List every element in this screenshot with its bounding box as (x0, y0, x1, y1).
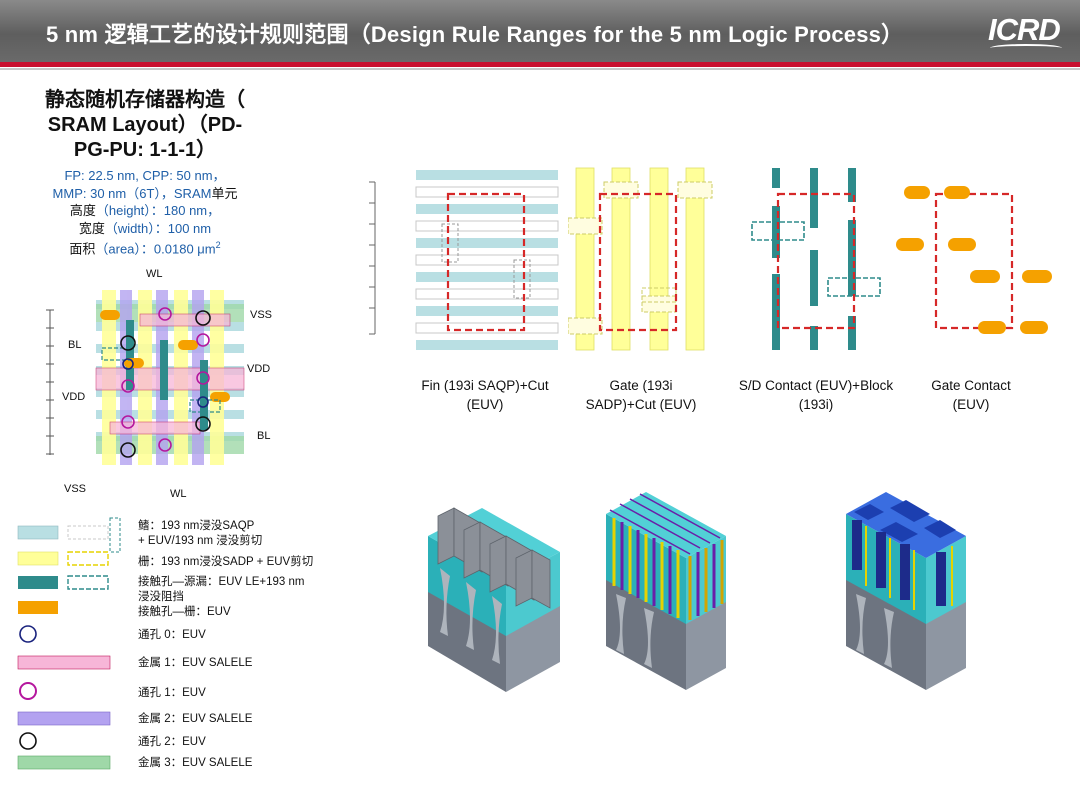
legend-metal1: 金属 1：EUV SALELE (138, 657, 253, 669)
caption-fin-cut: Fin (193i SAQP)+Cut(EUV) (421, 378, 549, 412)
label-vss-right: VSS (250, 309, 273, 321)
header-red-rule (0, 62, 1080, 67)
slide-header: 5 nm 逻辑工艺的设计规则范围（Design Rule Ranges for … (0, 0, 1080, 62)
legend-metal3: 金属 3：EUV SALELE (138, 757, 253, 769)
header-grey-rule (0, 68, 1080, 70)
label-vdd-left: VDD (62, 391, 86, 403)
logo-swoosh (990, 44, 1062, 52)
label-wl-bottom: WL (170, 488, 187, 500)
legend-metal2: 金属 2：EUV SALELE (138, 713, 253, 725)
fin-cut-panel (415, 170, 559, 350)
gate-contact-panel (896, 186, 1052, 334)
legend-via2: 通孔 2：EUV (138, 736, 206, 748)
sd-contact-panel (751, 168, 881, 350)
gate-cut-panel (568, 167, 713, 351)
scale-ticks (369, 181, 376, 335)
label-bl-right: BL (257, 430, 271, 442)
legend-gate: 栅：193 nm浸没SADP + EUV剪切 (138, 556, 314, 568)
fin-3d-render (428, 507, 560, 692)
legend-swatches (17, 517, 121, 770)
contact-3d-render (846, 492, 966, 690)
gate-3d-render (606, 492, 726, 690)
legend-via0: 通孔 0：EUV (138, 629, 206, 641)
label-vss-bottom: VSS (64, 483, 87, 495)
caption-gate-contact: Gate Contact(EUV) (931, 378, 1011, 412)
slide-title: 5 nm 逻辑工艺的设计规则范围（Design Rule Ranges for … (46, 22, 904, 47)
legend-fin: 鳍：193 nm浸没SAQP+ EUV/193 nm 浸没剪切 (138, 520, 263, 547)
label-bl-left: BL (68, 339, 82, 351)
sram-parameters: FP: 22.5 nm, CPP: 50 nm， MMP: 30 nm（6T），… (52, 168, 238, 257)
icrd-logo: ICRD (988, 12, 1061, 47)
sram-layout-diagram (46, 290, 245, 465)
label-wl-top: WL (146, 268, 163, 280)
caption-sd-contact: S/D Contact (EUV)+Block(193i) (738, 378, 894, 412)
sram-layout-title: 静态随机存储器构造（ SRAM Layout）（PD- PG-PU: 1-1-1… (45, 89, 245, 161)
legend-contact-gate: 接触孔—栅：EUV (138, 606, 231, 618)
legend-via1: 通孔 1：EUV (138, 687, 206, 699)
label-vdd-right: VDD (247, 363, 271, 375)
